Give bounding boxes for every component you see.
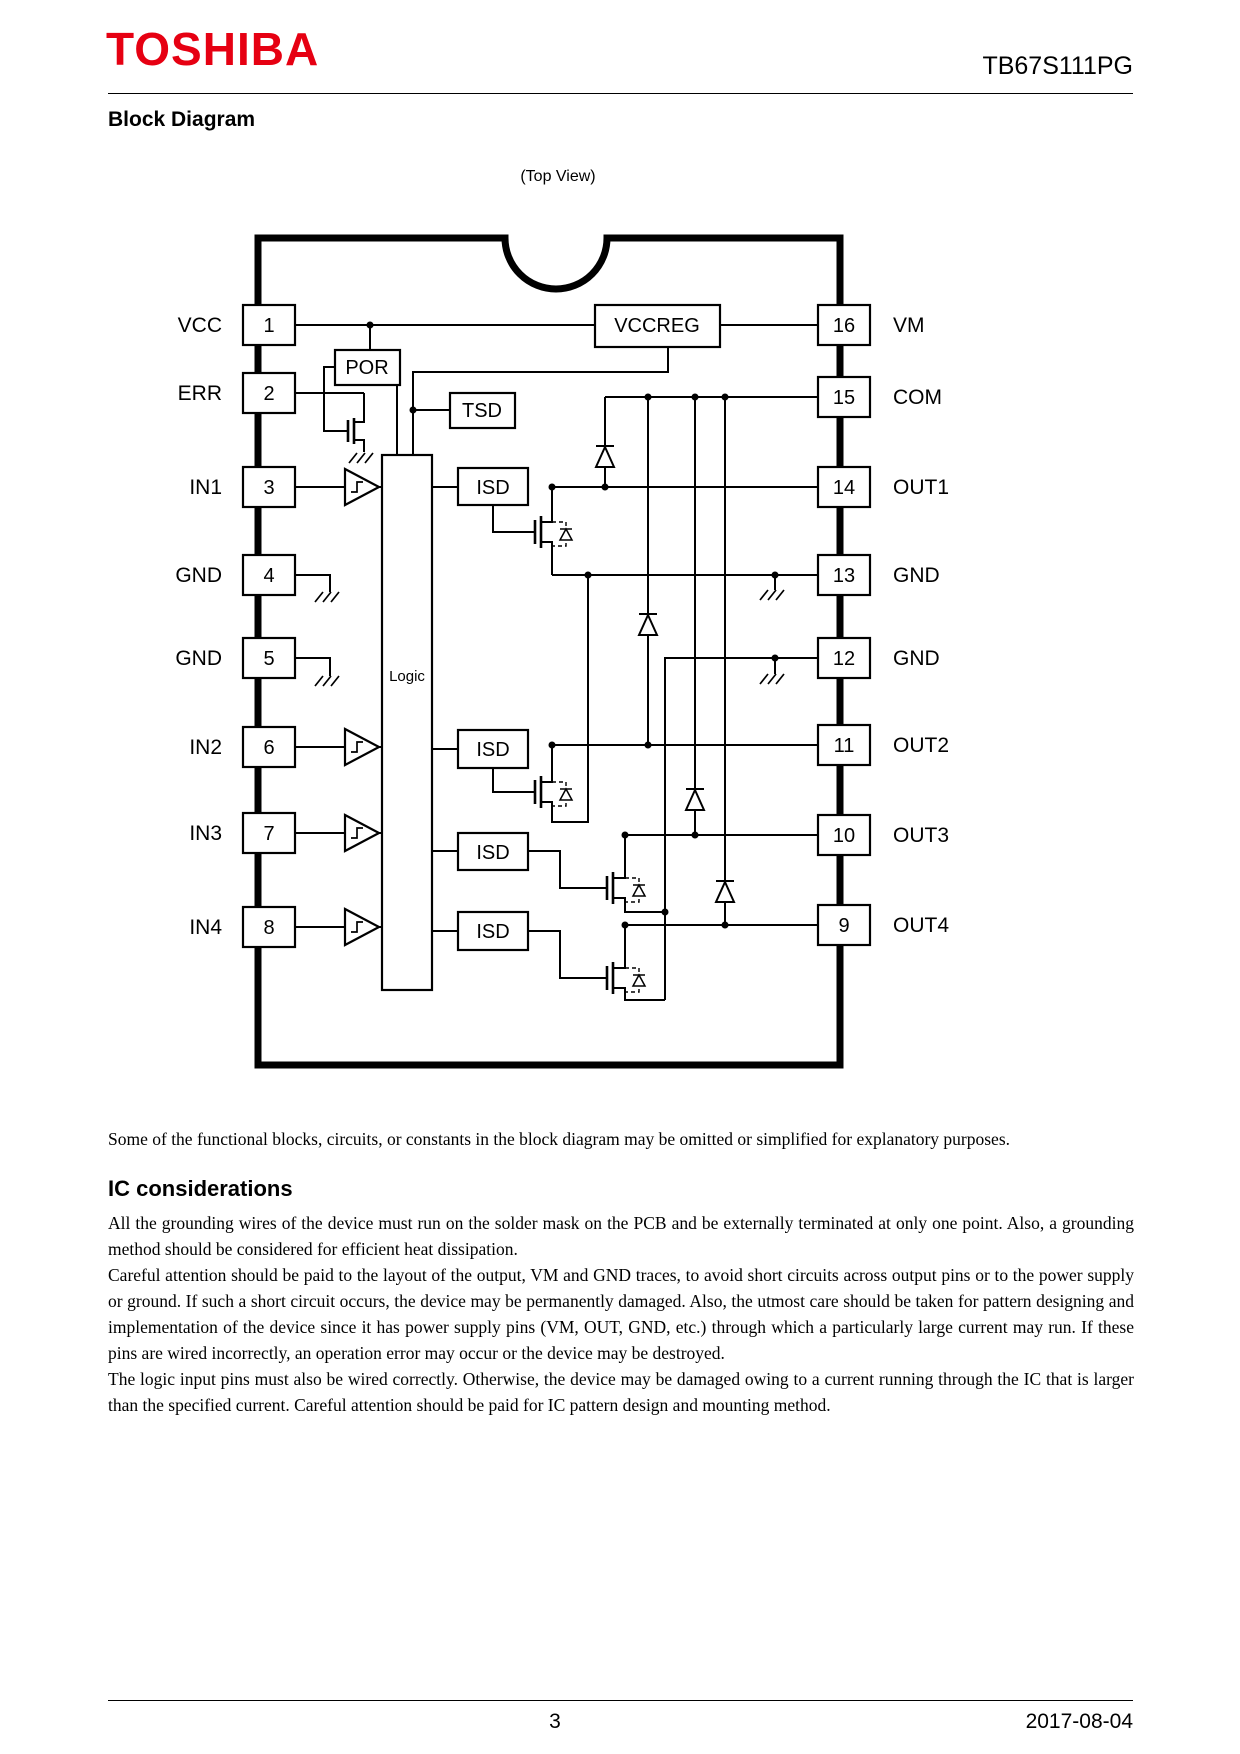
logic-label: Logic bbox=[389, 668, 425, 685]
pin-box-10 bbox=[816, 813, 872, 857]
internal-blocks: VCCREG POR TSD Logic ISD ISD ISD ISD bbox=[333, 303, 722, 992]
svg-text:12: 12 bbox=[833, 648, 855, 670]
svg-text:9: 9 bbox=[838, 915, 849, 937]
isd-block-1 bbox=[456, 466, 530, 507]
pin-box-5 bbox=[241, 636, 297, 680]
vccreg-label: VCCREG bbox=[614, 315, 700, 337]
top-view-label: (Top View) bbox=[520, 168, 595, 185]
page-title: Block Diagram bbox=[108, 108, 256, 131]
svg-text:15: 15 bbox=[833, 387, 855, 409]
por-block bbox=[333, 348, 402, 387]
logic-block bbox=[380, 453, 434, 992]
svg-text:4: 4 bbox=[263, 565, 274, 587]
wires bbox=[295, 324, 818, 1000]
pin-label-out1: OUT1 bbox=[893, 476, 949, 499]
considerations-paragraph-3: The logic input pins must also be wired … bbox=[108, 1369, 1134, 1415]
isd-label-2: ISD bbox=[476, 739, 509, 761]
output-transistor-1 bbox=[492, 487, 574, 575]
vccreg-block bbox=[593, 303, 722, 349]
footer-rule bbox=[108, 1700, 1133, 1701]
isd-block-4 bbox=[456, 910, 530, 952]
body-text: Some of the functional blocks, circuits,… bbox=[108, 1126, 1134, 1418]
output-transistor-2 bbox=[492, 575, 589, 823]
svg-text:13: 13 bbox=[833, 565, 855, 587]
pin-box-4 bbox=[241, 553, 297, 597]
pin-box-11 bbox=[816, 723, 872, 767]
ground-symbols bbox=[314, 452, 785, 687]
pin-box-6 bbox=[241, 725, 297, 769]
diagram-disclaimer: Some of the functional blocks, circuits,… bbox=[108, 1129, 1011, 1149]
tsd-block bbox=[448, 391, 517, 430]
pin-box-15 bbox=[816, 375, 872, 419]
pin-box-2 bbox=[241, 371, 297, 415]
considerations-paragraph-2: Careful attention should be paid to the … bbox=[108, 1265, 1134, 1363]
considerations-paragraph-1: All the grounding wires of the device mu… bbox=[108, 1213, 1134, 1259]
pin-box-1 bbox=[241, 303, 297, 347]
pin-label-in1: IN1 bbox=[189, 476, 222, 499]
pin-label-out4: OUT4 bbox=[893, 914, 949, 937]
junction-dots bbox=[366, 321, 779, 929]
ic-considerations-title: IC considerations bbox=[108, 1176, 293, 1201]
svg-text:8: 8 bbox=[263, 917, 274, 939]
pin-box-13 bbox=[816, 553, 872, 597]
pin-box-7 bbox=[241, 811, 297, 855]
pin-label-gnd4: GND bbox=[175, 564, 222, 587]
pin-label-vm: VM bbox=[893, 314, 925, 337]
pin-box-12 bbox=[816, 636, 872, 680]
left-pins: 1 2 3 4 5 6 7 8 VCC ERR IN1 GND GND IN2 … bbox=[175, 303, 297, 949]
pin-label-gnd5: GND bbox=[175, 647, 222, 670]
svg-text:6: 6 bbox=[263, 737, 274, 759]
pin-box-8 bbox=[241, 905, 297, 949]
pin-box-16 bbox=[816, 303, 872, 347]
input-buffers bbox=[343, 467, 382, 947]
svg-text:1: 1 bbox=[263, 315, 274, 337]
clamp-diodes bbox=[594, 444, 736, 903]
pin-label-out3: OUT3 bbox=[893, 824, 949, 847]
pin-label-out2: OUT2 bbox=[893, 734, 949, 757]
footer-page-number: 3 bbox=[549, 1710, 561, 1733]
output-transistor-3 bbox=[528, 835, 665, 913]
pin-label-gnd12: GND bbox=[893, 647, 940, 670]
pin-label-in2: IN2 bbox=[189, 736, 222, 759]
pin-label-err: ERR bbox=[178, 382, 222, 405]
pin-label-vcc: VCC bbox=[178, 314, 222, 337]
svg-text:5: 5 bbox=[263, 648, 274, 670]
svg-text:2: 2 bbox=[263, 383, 274, 405]
svg-text:14: 14 bbox=[833, 477, 855, 499]
pin-label-in3: IN3 bbox=[189, 822, 222, 845]
ic-outline bbox=[254, 234, 844, 1069]
block-diagram: (Top View) bbox=[175, 168, 949, 1069]
isd-label-1: ISD bbox=[476, 477, 509, 499]
isd-block-2 bbox=[456, 728, 530, 770]
svg-text:16: 16 bbox=[833, 315, 855, 337]
por-label: POR bbox=[345, 357, 388, 379]
svg-text:11: 11 bbox=[834, 735, 855, 757]
pin-box-3 bbox=[241, 465, 297, 509]
pin-box-14 bbox=[816, 465, 872, 509]
output-transistor-4 bbox=[528, 925, 665, 1001]
isd-label-4: ISD bbox=[476, 921, 509, 943]
tsd-label: TSD bbox=[462, 400, 502, 422]
toshiba-logo: TOSHIBA bbox=[106, 23, 320, 75]
svg-text:10: 10 bbox=[833, 825, 855, 847]
pin-label-gnd13: GND bbox=[893, 564, 940, 587]
err-transistor bbox=[323, 366, 365, 452]
header-rule bbox=[108, 93, 1133, 94]
right-pins: 16 15 14 13 12 11 10 9 VM COM OUT1 GND G… bbox=[816, 303, 949, 947]
pin-label-com: COM bbox=[893, 386, 942, 409]
footer-date: 2017-08-04 bbox=[1025, 1710, 1133, 1733]
part-number: TB67S111PG bbox=[982, 52, 1133, 80]
svg-text:3: 3 bbox=[263, 477, 274, 499]
pin-label-in4: IN4 bbox=[189, 916, 222, 939]
isd-block-3 bbox=[456, 831, 530, 872]
svg-text:7: 7 bbox=[263, 823, 274, 845]
isd-label-3: ISD bbox=[476, 842, 509, 864]
pin-box-9 bbox=[816, 903, 872, 947]
